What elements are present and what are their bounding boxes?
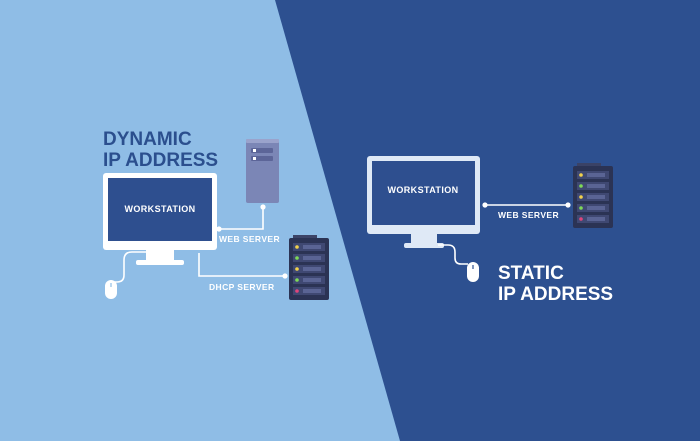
dynamic-webserver-label: WEB SERVER — [219, 234, 280, 244]
dynamic-dhcp-end-dot — [282, 273, 288, 279]
static-title-line1: STATIC — [498, 263, 564, 284]
dynamic-dhcp-connection — [198, 253, 284, 277]
dynamic-dhcp-server-label: DHCP SERVER — [209, 282, 275, 292]
static-webserver-label: WEB SERVER — [498, 210, 559, 220]
static-workstation-monitor-icon — [367, 156, 480, 248]
dynamic-workstation-monitor-icon — [103, 173, 217, 265]
static-mouse-cable — [438, 244, 468, 265]
static-title-line2: IP ADDRESS — [498, 284, 613, 305]
dynamic-title-line2: IP ADDRESS — [103, 150, 218, 171]
dynamic-webserver-connection — [219, 208, 264, 230]
dynamic-dhcp-server-rack-icon — [289, 235, 329, 300]
dynamic-mouse-cable — [111, 251, 148, 283]
dynamic-workstation-label: WORKSTATION — [124, 204, 195, 214]
dynamic-mouse-icon — [105, 280, 117, 299]
static-mouse-icon — [467, 262, 479, 282]
dynamic-webserver-end-dot — [260, 204, 266, 210]
dynamic-web-server-tower-icon — [246, 139, 279, 203]
static-web-server-rack-icon — [573, 163, 613, 228]
dynamic-title-line1: DYNAMIC — [103, 129, 192, 150]
static-webserver-end-dot — [565, 202, 571, 208]
static-panel-background — [275, 0, 700, 441]
static-workstation-label: WORKSTATION — [387, 185, 458, 195]
